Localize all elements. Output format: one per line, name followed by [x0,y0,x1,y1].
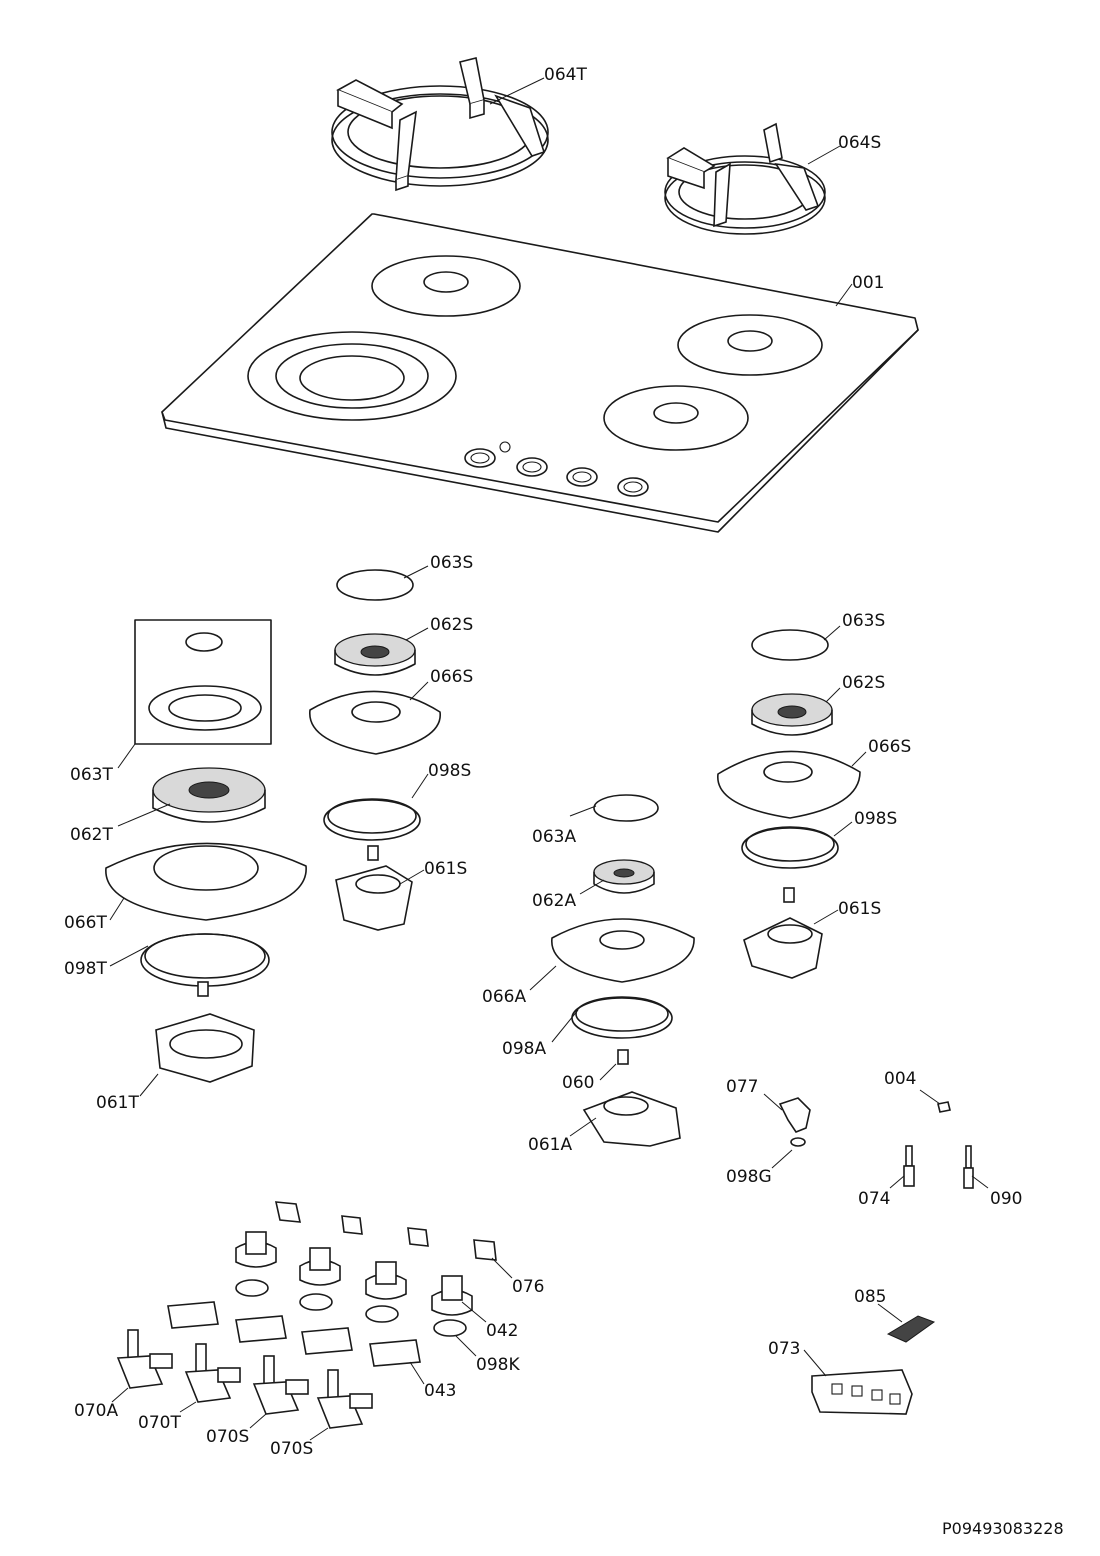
label-pan-support-large: 064T [544,65,587,85]
leader-lines [109,77,989,1441]
label-burner-plate-t: 066T [64,913,107,933]
label-seal-k: 098K [476,1355,520,1375]
label-burner-cap-s2: 063S [842,611,885,631]
label-ignition-generator: 073 [768,1339,800,1359]
label-burner-cap-a: 063A [532,827,576,847]
label-burner-base-a: 061A [528,1135,572,1155]
label-hob-top: 001 [852,273,884,293]
label-clip: 004 [884,1069,916,1089]
label-gas-valve-s2: 070S [270,1439,313,1459]
label-switch: 043 [424,1381,456,1401]
label-seal-s1: 098S [428,761,471,781]
reference-code: P09493083228 [942,1519,1064,1538]
label-gas-valve-t: 070T [138,1413,181,1433]
burner-assembly-s2-drawing [717,629,861,979]
connector-and-ignition-parts-drawing [778,1097,974,1415]
pan-support-small-drawing [664,122,826,235]
label-knob: 042 [486,1321,518,1341]
label-burner-base-t: 061T [96,1093,139,1113]
burner-assembly-a-drawing [551,794,695,1147]
label-seal-g: 098G [726,1167,772,1187]
label-seal-t: 098T [64,959,107,979]
label-pan-support-small: 064S [838,133,881,153]
burner-assembly-s1-drawing [309,569,441,931]
label-burner-base-s2: 061S [838,899,881,919]
label-seal-a: 098A [502,1039,546,1059]
label-spring-clip: 076 [512,1277,544,1297]
label-burner-plate-a: 066A [482,987,526,1007]
label-burner-crown-s2: 062S [842,673,885,693]
label-burner-base-s1: 061S [424,859,467,879]
label-burner-cap-t: 063T [70,765,113,785]
label-burner-cap-s1: 063S [430,553,473,573]
label-gas-valve-a: 070A [74,1401,118,1421]
part-labels: 064T 064S 001 063S 062S 066S 098S 061S 0… [64,65,1022,1459]
label-seal-s2: 098S [854,809,897,829]
controls-group-drawing [116,1201,497,1429]
hob-top-drawing [161,213,919,533]
label-cable-clamp: 085 [854,1287,886,1307]
label-elbow-connector: 077 [726,1077,758,1097]
label-burner-crown-a: 062A [532,891,576,911]
label-burner-crown-t: 062T [70,825,113,845]
label-injector: 060 [562,1073,594,1093]
label-burner-plate-s1: 066S [430,667,473,687]
burner-assembly-t-drawing [105,619,307,1083]
label-thermocouple: 074 [858,1189,890,1209]
pan-support-large-drawing [331,57,549,192]
label-spark-plug: 090 [990,1189,1022,1209]
label-burner-plate-s2: 066S [868,737,911,757]
label-burner-crown-s1: 062S [430,615,473,635]
label-gas-valve-s1: 070S [206,1427,249,1447]
